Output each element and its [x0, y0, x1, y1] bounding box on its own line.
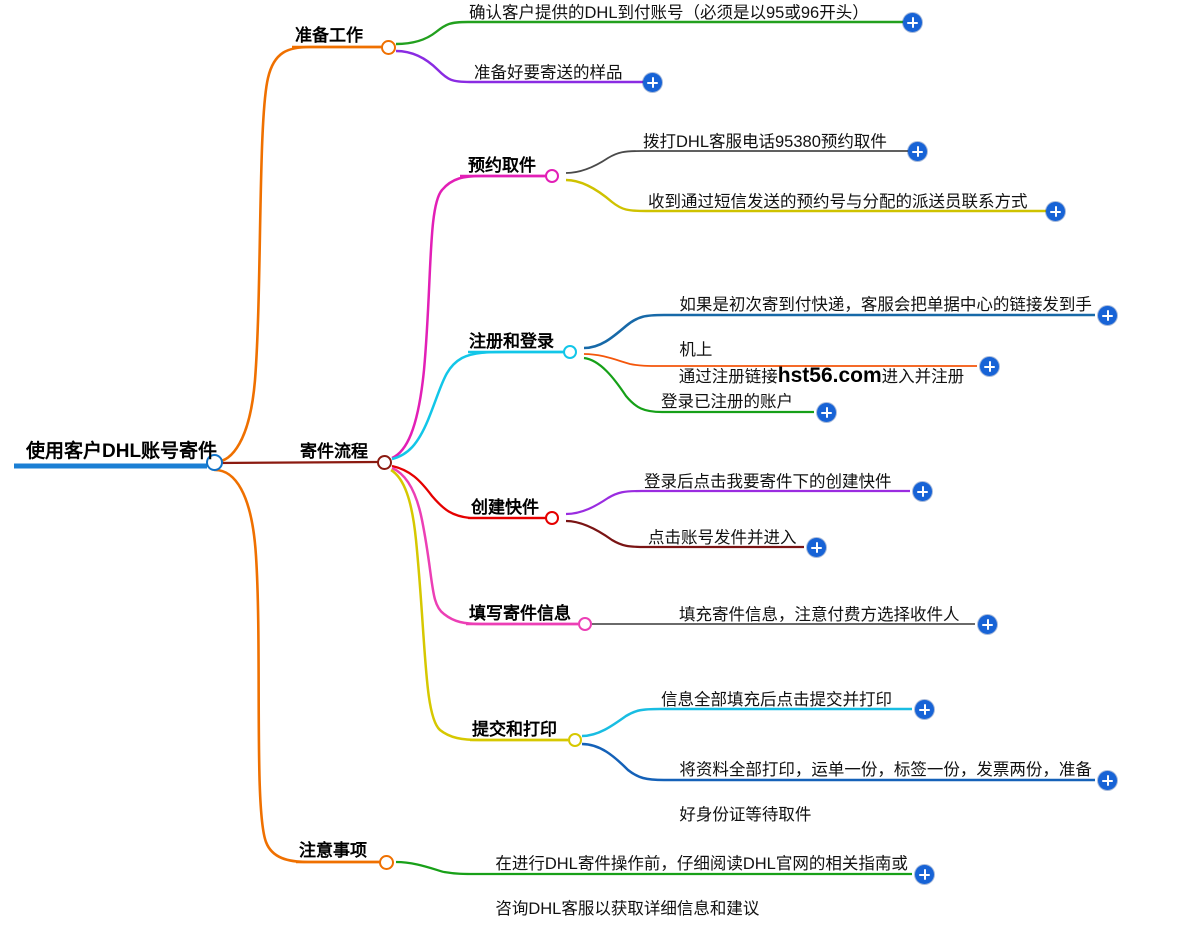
- subbranch-label-fill-info[interactable]: 填写寄件信息: [469, 604, 571, 623]
- wire-flow-s1: [391, 174, 552, 460]
- leaf-label-account-ship[interactable]: 点击账号发件并进入: [648, 529, 797, 547]
- register-url-value[interactable]: hst56.com: [777, 363, 882, 387]
- leaf-label-prepare-sample[interactable]: 准备好要寄送的样品: [474, 64, 623, 82]
- node-dot-root[interactable]: [206, 454, 223, 471]
- leaf-line-1: 如果是初次寄到付快递，客服会把单据中心的链接发到手: [679, 296, 1092, 315]
- leaf-label-fill-details[interactable]: 填充寄件信息，注意付费方选择收件人: [679, 606, 960, 624]
- wire-s1-c1: [565, 150, 910, 174]
- wire-s3-c1: [565, 489, 910, 516]
- node-dot-register-login[interactable]: [563, 345, 577, 359]
- node-dot-create-shipment[interactable]: [545, 511, 559, 525]
- expand-button-first-time-link[interactable]: [1098, 306, 1117, 325]
- leaf-label-register-url[interactable]: 通过注册链接hst56.com进入并注册: [661, 345, 964, 408]
- node-dot-submit-print[interactable]: [568, 733, 582, 747]
- wire-flow-s2: [391, 350, 570, 461]
- node-dot-prep[interactable]: [381, 40, 396, 55]
- wire-s5-c1: [581, 707, 912, 738]
- subbranch-label-submit-print[interactable]: 提交和打印: [472, 720, 557, 739]
- wire-root-to-flow: [215, 460, 379, 465]
- expand-button-print-documents[interactable]: [1098, 771, 1117, 790]
- mindmap-canvas: 使用客户DHL账号寄件 准备工作 寄件流程 注意事项 预约取件 注册和登录 创建…: [14, 4, 1117, 918]
- leaf-label-sms-booking[interactable]: 收到通过短信发送的预约号与分配的派送员联系方式: [648, 193, 1028, 211]
- subbranch-label-register-login[interactable]: 注册和登录: [469, 332, 554, 351]
- leaf-line-2: 机上: [679, 340, 713, 359]
- subbranch-label-create-shipment[interactable]: 创建快件: [471, 498, 539, 517]
- node-dot-notes[interactable]: [379, 855, 394, 870]
- expand-button-submit-print-click[interactable]: [915, 700, 934, 719]
- expand-button-fill-details[interactable]: [978, 615, 997, 634]
- expand-button-call-hotline[interactable]: [908, 142, 927, 161]
- expand-button-read-guidelines[interactable]: [915, 865, 934, 884]
- expand-button-login-existing[interactable]: [817, 403, 836, 422]
- wire-prep-c1: [395, 20, 905, 46]
- leaf-label-first-time-link[interactable]: 如果是初次寄到付快递，客服会把单据中心的链接发到手 机上: [661, 272, 1092, 383]
- wire-root-to-prep: [213, 45, 384, 464]
- expand-button-confirm-account[interactable]: [903, 13, 922, 32]
- expand-button-prepare-sample[interactable]: [643, 73, 662, 92]
- leaf-label-create-via-menu[interactable]: 登录后点击我要寄件下的创建快件: [644, 473, 892, 491]
- subbranch-label-reserve-pickup[interactable]: 预约取件: [468, 156, 536, 175]
- leaf-line-1: 在进行DHL寄件操作前，仔细阅读DHL官网的相关指南或: [495, 855, 908, 874]
- leaf-line-1: 将资料全部打印，运单一份，标签一份，发票两份，准备: [679, 761, 1092, 780]
- wire-flow-s4: [391, 466, 578, 626]
- leaf-label-call-hotline[interactable]: 拨打DHL客服电话95380预约取件: [643, 133, 887, 151]
- leaf-label-read-guidelines[interactable]: 在进行DHL寄件操作前，仔细阅读DHL官网的相关指南或 咨询DHL客服以获取详细…: [477, 831, 908, 942]
- expand-button-create-via-menu[interactable]: [913, 482, 932, 501]
- node-dot-reserve-pickup[interactable]: [545, 169, 559, 183]
- root-label[interactable]: 使用客户DHL账号寄件: [26, 441, 218, 462]
- leaf-line-2: 咨询DHL客服以获取详细信息和建议: [495, 899, 760, 918]
- node-dot-flow[interactable]: [377, 455, 392, 470]
- register-url-prefix: 通过注册链接: [678, 367, 778, 386]
- expand-button-account-ship[interactable]: [807, 538, 826, 557]
- wire-root-to-notes: [213, 468, 382, 864]
- leaf-line-2: 好身份证等待取件: [679, 805, 812, 824]
- leaf-label-confirm-account[interactable]: 确认客户提供的DHL到付账号（必须是以95或96开头）: [469, 4, 869, 22]
- branch-label-notes[interactable]: 注意事项: [299, 841, 367, 860]
- branch-label-preparation[interactable]: 准备工作: [295, 26, 363, 45]
- expand-button-sms-booking[interactable]: [1046, 202, 1065, 221]
- register-url-suffix: 进入并注册: [881, 367, 965, 386]
- expand-button-register-url[interactable]: [980, 357, 999, 376]
- leaf-label-submit-print-click[interactable]: 信息全部填充后点击提交并打印: [661, 691, 892, 709]
- leaf-label-print-documents[interactable]: 将资料全部打印，运单一份，标签一份，发票两份，准备 好身份证等待取件: [661, 737, 1092, 848]
- leaf-label-login-existing[interactable]: 登录已注册的账户: [661, 393, 793, 411]
- node-dot-fill-info[interactable]: [578, 617, 592, 631]
- branch-label-shipping-flow[interactable]: 寄件流程: [300, 442, 368, 461]
